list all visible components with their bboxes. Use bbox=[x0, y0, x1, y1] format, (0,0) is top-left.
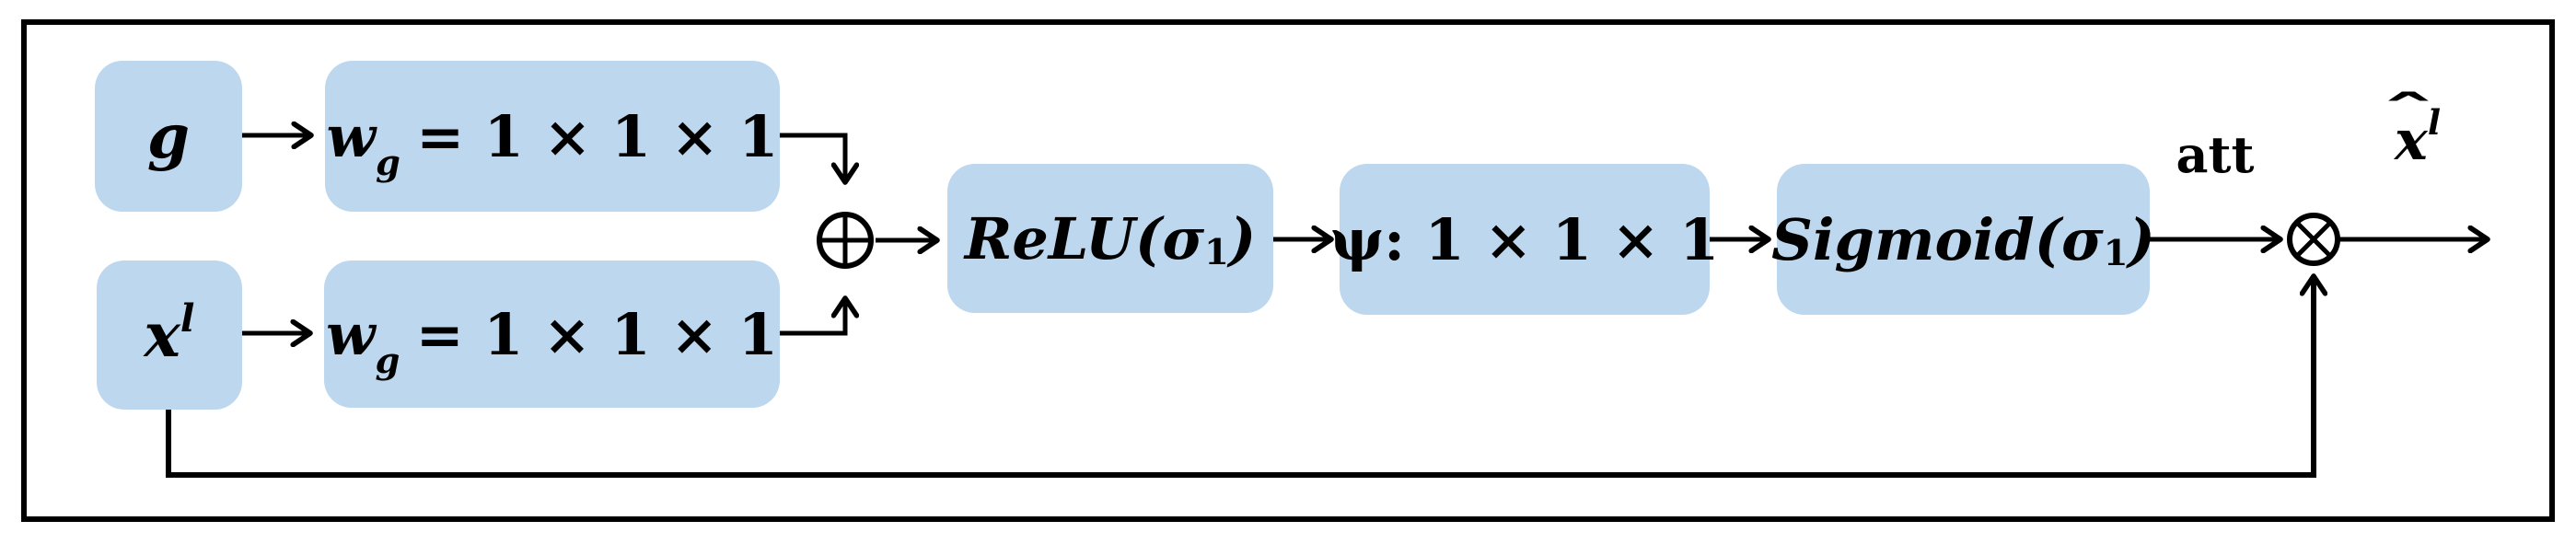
multiply-operator-icon bbox=[2287, 213, 2340, 266]
att-label: att bbox=[2176, 125, 2255, 184]
node-xl: xl bbox=[97, 260, 242, 410]
hat-accent: ˆ bbox=[2381, 85, 2436, 145]
node-relu: ReLU(σ1) bbox=[947, 164, 1273, 313]
node-sigmoid: Sigmoid(σ1) bbox=[1771, 164, 2155, 315]
arrow-wgbot-to-add bbox=[780, 298, 845, 336]
node-g: g bbox=[95, 61, 242, 212]
node-relu-label: ReLU(σ1) bbox=[964, 204, 1257, 274]
arrow-wgtop-to-add bbox=[780, 133, 845, 182]
node-wg-bot-label: wg= 1 × 1 × 1 bbox=[326, 300, 778, 382]
node-psi-conv: ψ: 1 × 1 × 1 bbox=[1330, 164, 1719, 315]
node-psi-label: ψ: 1 × 1 × 1 bbox=[1329, 205, 1720, 273]
node-xl-label: xl bbox=[144, 295, 195, 371]
node-wg-conv-bottom: wg= 1 × 1 × 1 bbox=[324, 260, 780, 408]
node-sigmoid-label: Sigmoid(σ1) bbox=[1771, 205, 2155, 275]
node-wg-top-label: wg= 1 × 1 × 1 bbox=[326, 102, 779, 184]
diagram-frame bbox=[21, 19, 2555, 522]
add-operator-icon bbox=[817, 212, 874, 269]
node-wg-conv-top: wg= 1 × 1 × 1 bbox=[325, 61, 780, 212]
node-g-label: g bbox=[146, 100, 191, 172]
skip-connection-xl-to-multiply bbox=[166, 276, 2314, 478]
